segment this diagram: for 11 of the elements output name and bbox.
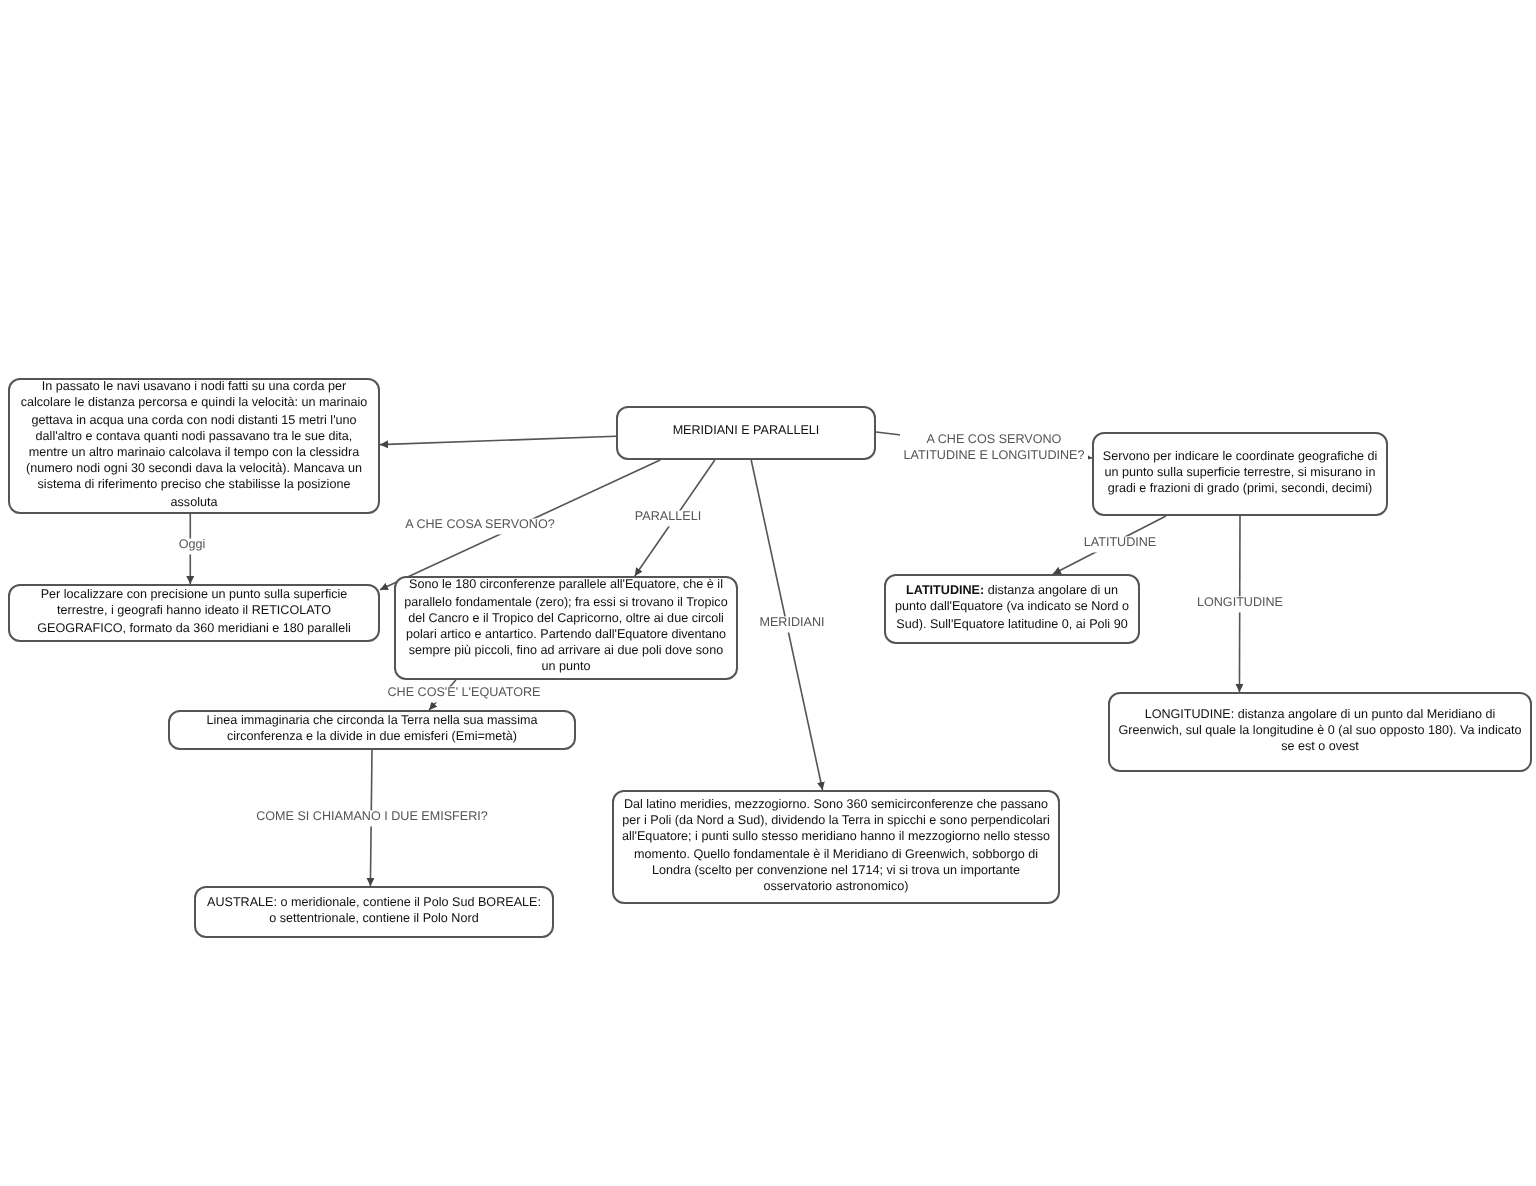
concept-box [1108,692,1532,772]
concept-box [194,886,554,938]
arrow [750,459,825,791]
concept-box [1092,432,1388,516]
concept-box [616,406,876,460]
arrow [634,459,716,577]
concept-box [168,710,576,750]
arrow [379,435,617,449]
arrow [1235,515,1244,693]
concept-box [884,574,1140,644]
concept-box [8,584,380,642]
